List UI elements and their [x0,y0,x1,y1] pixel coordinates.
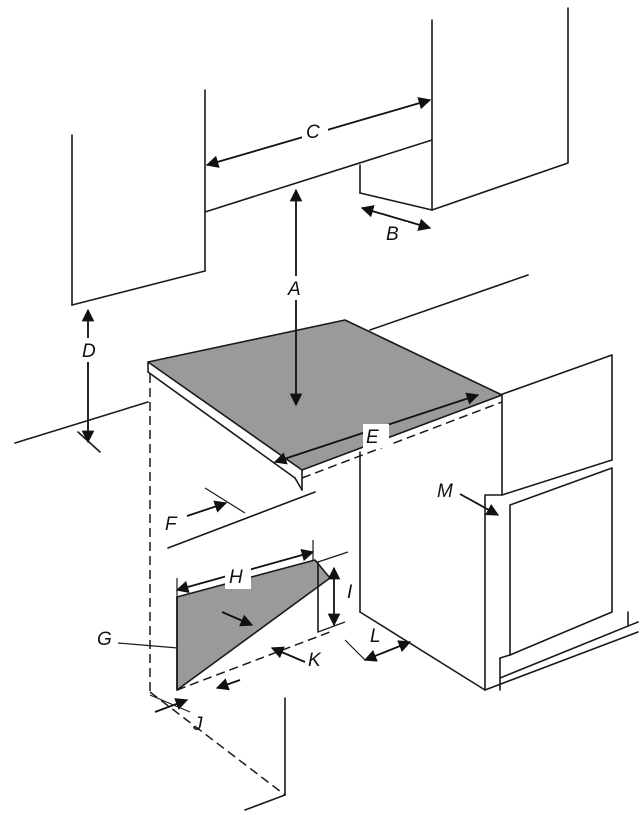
dimension-k-arrow [270,646,306,663]
label-f: F [165,514,178,535]
dimension-l-arrow [363,640,412,662]
label-l: L [370,626,381,647]
label-c: C [306,122,320,143]
label-j: J [192,714,203,735]
side-cabinet [484,354,639,691]
label-b: B [386,224,399,245]
left-upper-cabinet [71,134,206,306]
countertop [147,319,503,471]
label-h: H [229,567,243,588]
label-a: A [287,279,301,300]
dimension-f-arrow [186,500,228,517]
label-i: I [347,582,353,603]
label-d: D [82,341,96,362]
g-leader-line [117,642,179,649]
label-g: G [97,629,112,650]
label-e: E [366,427,379,448]
label-m: M [437,481,453,502]
dimension-m-arrow [459,493,500,516]
label-k: K [308,650,322,671]
dimension-b-arrow [360,205,432,231]
right-upper-cabinet [359,7,569,211]
dimension-j-arrow [154,698,189,713]
